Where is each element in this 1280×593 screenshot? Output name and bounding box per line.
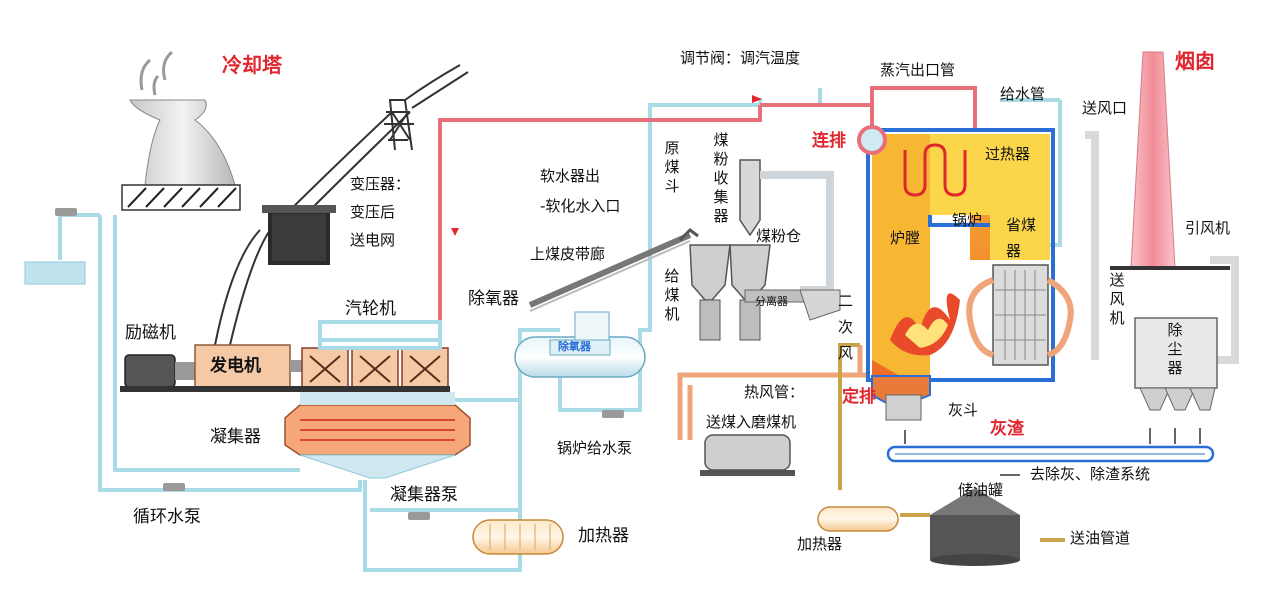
cooling-basin [24,261,86,285]
pump-icons [55,208,624,520]
deaerator-tank [514,311,646,378]
label-furnace: 炉膛 [890,229,921,247]
label-hot-air-pipe: 热风管： [744,383,805,401]
turbine-set [120,320,450,392]
label-periodic-blowdown: 定排 [842,387,876,407]
label-transformer-3: 送电网 [350,231,396,249]
dust-collector-unit [1134,317,1218,411]
air-heater [966,264,1074,366]
label-induced-fan: 引风机 [1185,219,1231,237]
label-superheater: 过热器 [985,145,1031,163]
label-separator: 分离器 [755,295,788,308]
label-transformer: 变压器： [350,175,411,193]
boiler [857,125,1055,382]
label-condenser-pump: 凝集器泵 [390,485,458,505]
oil-pipe [838,343,1065,542]
coal-mill [700,434,795,476]
label-condenser: 凝集器 [210,427,261,447]
label-deaerator-tank: 除氧器 [558,340,591,353]
label-coal-feeder: 给煤机 [662,268,681,325]
label-boiler: 锅炉 [952,211,983,229]
label-steam-outlet: 蒸汽出口管 [880,61,956,79]
label-cooling-tower: 冷却塔 [222,53,282,77]
oil-tank [930,488,1020,566]
steam-pipes [438,86,977,330]
water-pipes [58,88,1062,572]
label-generator: 发电机 [210,356,261,376]
label-raw-coal-bin: 原煤斗 [662,140,681,197]
ash-conveyor [886,428,1215,476]
transformer [262,205,336,265]
label-pulverized-bin: 煤粉仓 [756,227,802,245]
label-softwater-out: 软水器出 [540,167,601,185]
chimney [1110,51,1230,270]
label-oil-pipe: 送油管道 [1070,529,1131,547]
label-slag: 灰渣 [990,419,1024,439]
ash-hopper [871,375,931,421]
label-heater-right: 加热器 [797,535,843,553]
label-heater-left: 加热器 [578,526,629,546]
label-oil-tank: 储油罐 [958,481,1004,499]
label-circulating-pump: 循环水泵 [133,507,201,527]
label-to-mill: 送煤入磨煤机 [706,413,797,431]
flow-arrow [752,95,762,103]
cooling-tower [121,50,241,211]
label-softwater-in: -软化水入口 [540,197,621,215]
label-secondary-air: 二次风 [838,292,854,362]
label-regulating-valve: 调节阀：调汽温度 [680,49,801,67]
condenser-unit [284,392,471,479]
label-feedwater-pipe: 给水管 [1000,85,1046,103]
flue-ducts [1085,131,1239,364]
label-forced-fan: 送风机 [1107,272,1126,329]
label-chimney: 烟囱 [1175,49,1215,73]
label-economizer: 省煤器 [1006,216,1037,260]
label-ash-removal: 去除灰、除渣系统 [1030,465,1151,483]
label-air-inlet: 送风口 [1082,99,1128,117]
label-deaerator: 除氧器 [468,289,519,309]
coal-conveyor [528,228,699,312]
label-coal-conveyor: 上煤皮带廊 [530,245,606,263]
label-transformer-2: 变压后 [350,203,396,221]
label-ash-hopper: 灰斗 [948,401,979,419]
heater-right [817,506,899,532]
heater-left [472,519,564,555]
label-exciter: 励磁机 [125,323,176,343]
label-dust-collector: 除尘器 [1165,322,1184,379]
flow-arrow [451,228,459,236]
label-continuous-blowdown: 连排 [812,131,846,151]
coal-bins [689,159,841,341]
label-turbine: 汽轮机 [345,299,396,319]
label-pulverized-collector: 煤粉收集器 [711,132,730,227]
transmission-tower [214,64,469,346]
label-boiler-feed-pump: 锅炉给水泵 [557,439,633,457]
